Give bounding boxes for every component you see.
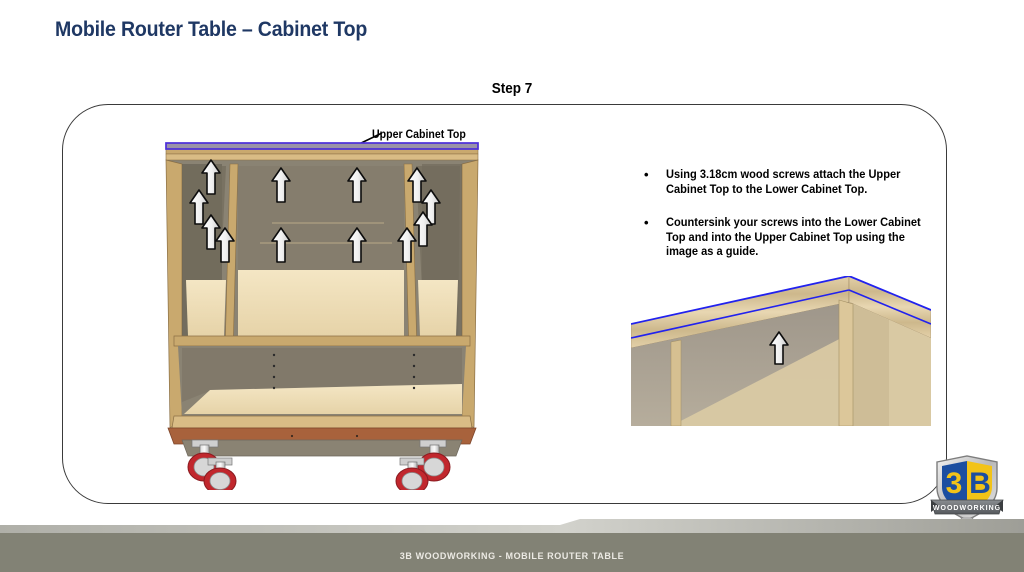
bullet-marker: • — [644, 215, 649, 231]
footer-text: 3B WOODWORKING - MOBILE ROUTER TABLE — [399, 551, 625, 561]
step-heading: Step 7 — [491, 80, 533, 97]
bullet-text: Countersink your screws into the Lower C… — [666, 216, 921, 259]
list-item: • Using 3.18cm wood screws attach the Up… — [640, 167, 940, 197]
svg-text:3: 3 — [946, 467, 963, 500]
svg-text:B: B — [969, 467, 991, 500]
page-title: Mobile Router Table – Cabinet Top — [55, 18, 368, 41]
bullet-marker: • — [644, 167, 649, 182]
callout-label: Upper Cabinet Top — [372, 129, 466, 141]
caster-front-right — [395, 457, 429, 490]
list-item: • Countersink your screws into the Lower… — [640, 215, 940, 260]
instruction-list: • Using 3.18cm wood screws attach the Up… — [640, 167, 940, 279]
content-frame — [62, 104, 947, 504]
logo-3b-woodworking: 3 B WOODWORKING — [930, 455, 1004, 526]
cabinet-assembly-illustration — [165, 142, 479, 490]
bullet-text: Using 3.18cm wood screws attach the Uppe… — [666, 168, 901, 196]
logo-banner-text: WOODWORKING — [933, 505, 1001, 512]
footer-bar — [0, 519, 1024, 572]
caster-front-left — [203, 457, 237, 490]
corner-detail-photo — [631, 276, 931, 426]
